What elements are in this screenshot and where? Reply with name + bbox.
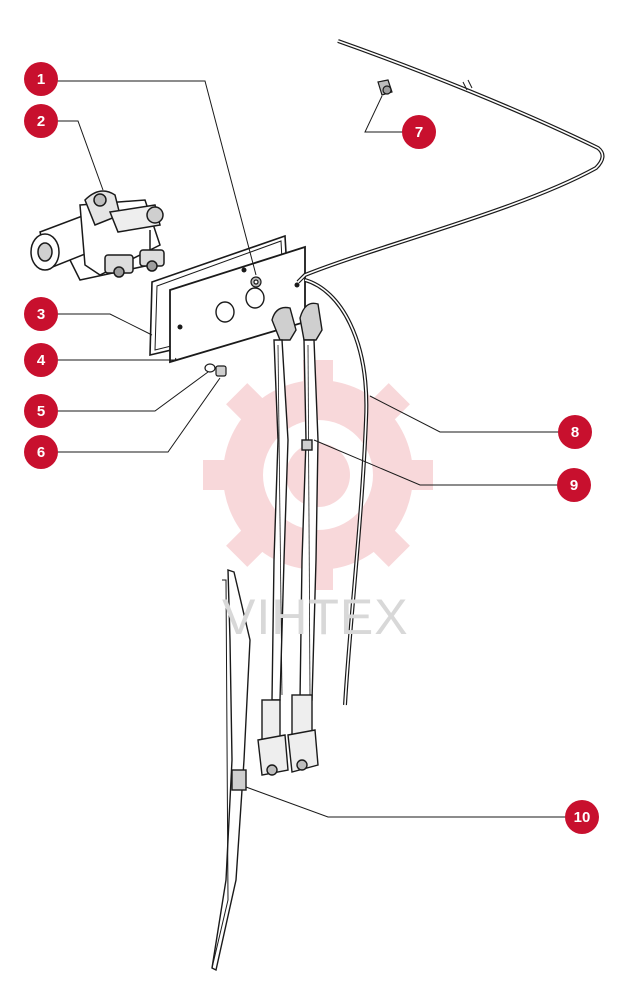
leader-line-4 xyxy=(41,357,177,361)
callout-label-4: 4 xyxy=(37,352,46,369)
leader-line-7 xyxy=(364,95,419,133)
callout-8: 8 xyxy=(558,415,592,449)
callout-label-3: 3 xyxy=(37,306,45,323)
callout-9: 9 xyxy=(557,468,591,502)
washer-and-bolt xyxy=(204,363,227,377)
callout-label-9: 9 xyxy=(570,477,578,494)
callout-label-7: 7 xyxy=(415,124,423,141)
callout-label-5: 5 xyxy=(37,403,45,420)
leader-line-3 xyxy=(41,313,153,336)
callout-4: 4 xyxy=(24,343,58,377)
callout-1: 1 xyxy=(24,62,58,96)
wiper-blade xyxy=(211,569,251,972)
leader-line-6 xyxy=(41,377,221,453)
callouts: 1 2 3 4 5 6 7 8 xyxy=(24,62,599,834)
callout-7: 7 xyxy=(402,115,436,149)
wiper-arm-right xyxy=(287,302,323,773)
connector xyxy=(377,79,393,96)
wiper-arm-left xyxy=(257,306,297,776)
leader-line-5 xyxy=(41,371,209,412)
callout-2: 2 xyxy=(24,104,58,138)
callout-10: 10 xyxy=(565,800,599,834)
leader-line-10 xyxy=(245,786,582,818)
leader-line-1 xyxy=(41,80,257,276)
washer-hose xyxy=(296,39,605,706)
callout-label-10: 10 xyxy=(574,809,591,826)
leader-line-8 xyxy=(369,395,575,433)
leader-line-9 xyxy=(313,439,574,486)
wiper-motor xyxy=(30,190,165,281)
callout-3: 3 xyxy=(24,297,58,331)
callout-6: 6 xyxy=(24,435,58,469)
callout-5: 5 xyxy=(24,394,58,428)
callout-label-6: 6 xyxy=(37,444,45,461)
callout-label-2: 2 xyxy=(37,113,45,130)
leader-lines xyxy=(41,80,582,818)
callout-label-1: 1 xyxy=(37,71,45,88)
nut xyxy=(250,276,262,288)
callout-label-8: 8 xyxy=(571,424,579,441)
